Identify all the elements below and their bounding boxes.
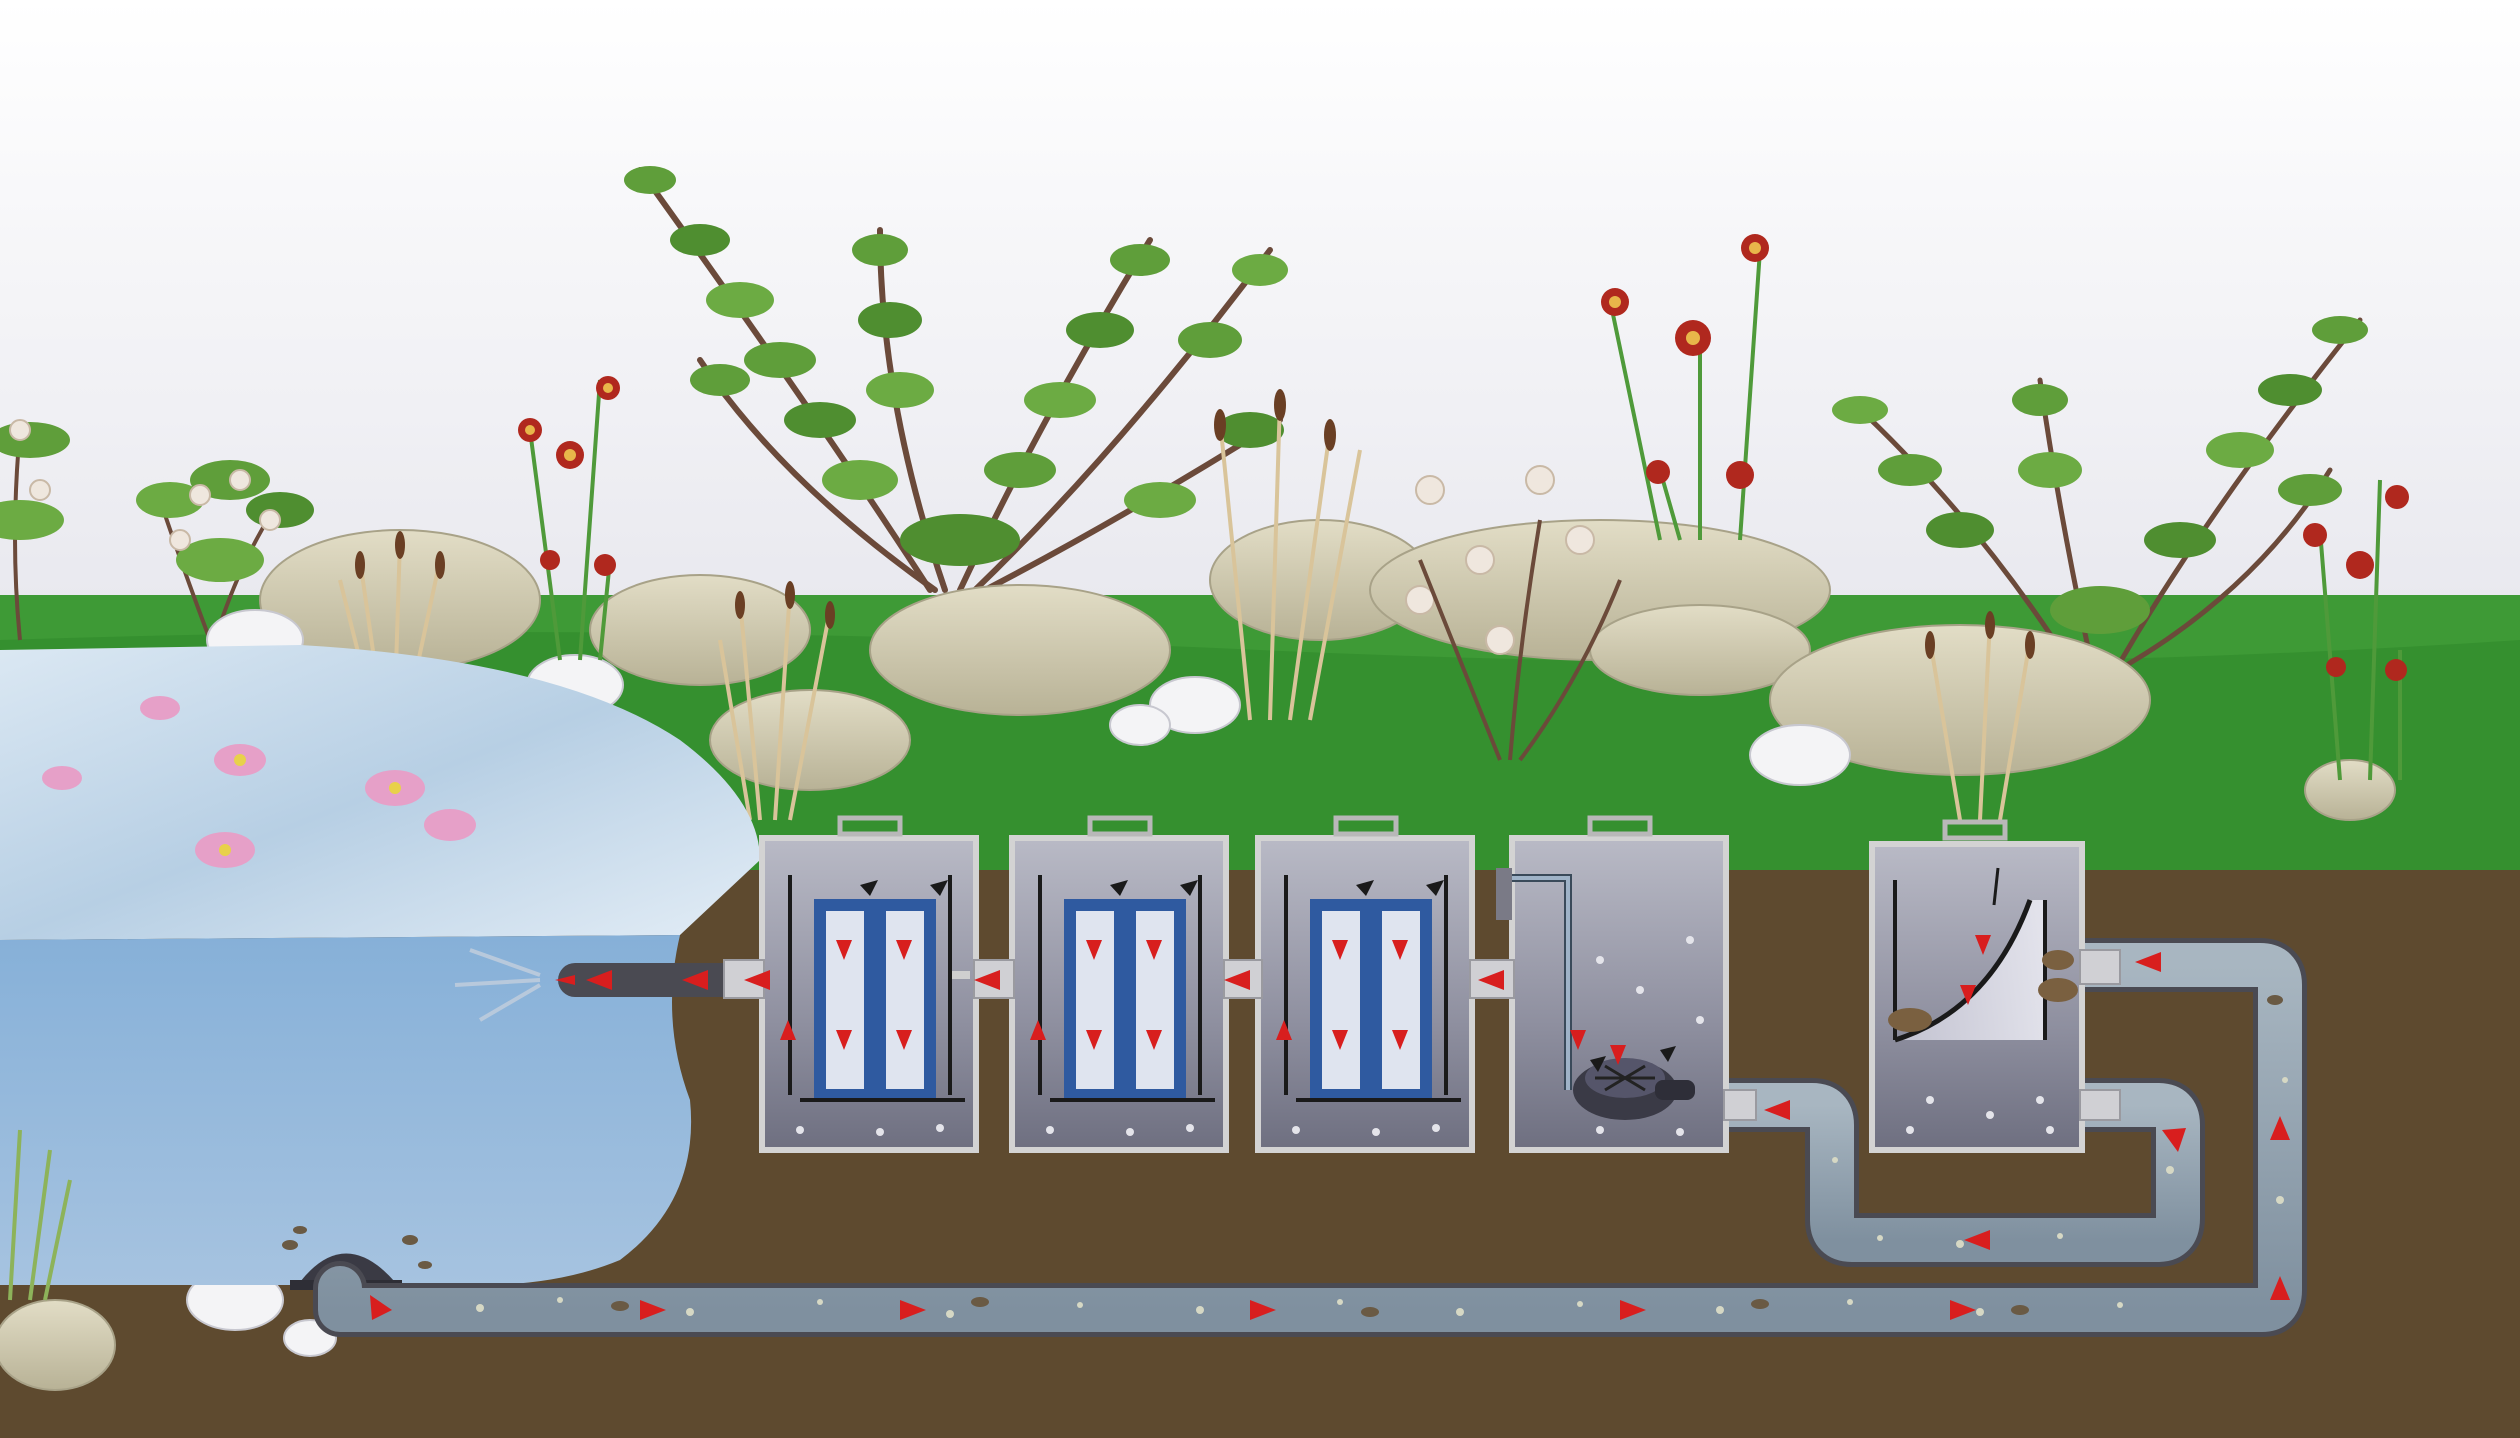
particles (796, 936, 2054, 1136)
flow-arrow (1960, 985, 1976, 1005)
flow-arrow (1392, 1030, 1408, 1050)
sieve-filter-icon (1888, 867, 2078, 1043)
pipe-debris-leaves (611, 995, 2283, 1317)
flow-arrows (370, 935, 2290, 1320)
flow-arrow (1570, 1030, 1586, 1050)
pond (0, 645, 760, 1301)
water-lilies (42, 696, 476, 868)
white-flowers (9, 419, 1595, 655)
rock (869, 584, 1171, 716)
flow-arrow (1224, 970, 1250, 990)
shrub-flowering (1418, 519, 1622, 762)
flow-arrow (586, 970, 612, 990)
brush-chamber-3 (1255, 815, 1475, 1153)
pump-loop-pipe (1678, 1083, 2200, 1262)
flow-arrow (1975, 935, 1991, 955)
flow-arrow (780, 1020, 796, 1040)
flow-arrow (2270, 1276, 2290, 1300)
flow-arrow (1950, 1300, 1976, 1320)
pump-chamber (1509, 815, 1729, 1153)
flow-arrow (974, 970, 1000, 990)
flow-arrow (2270, 1116, 2290, 1140)
brush-chamber-2 (1009, 815, 1229, 1153)
flow-arrow (682, 970, 708, 990)
pond-water (0, 935, 692, 1285)
flow-arrow (1146, 940, 1162, 960)
flow-arrow (2135, 952, 2161, 972)
drain-pipe (318, 943, 2302, 1332)
connector-valve (1496, 868, 1512, 920)
red-flowers (518, 234, 2409, 681)
reeds (338, 399, 2032, 821)
flow-arrow (1086, 940, 1102, 960)
flow-arrow (1086, 1030, 1102, 1050)
flow-arrow (896, 1030, 912, 1050)
flow-arrow (1030, 1020, 1046, 1040)
cattail-heads (355, 389, 2035, 659)
shrub-right-leaves (1832, 316, 2368, 634)
flow-arrow (1250, 1300, 1276, 1320)
flow-arrow (1146, 1030, 1162, 1050)
rock (2304, 759, 2396, 821)
shrubs (0, 166, 2368, 683)
sieve-chamber (1869, 819, 2085, 1153)
flow-arrow (1332, 940, 1348, 960)
return-pipe-icon (454, 948, 542, 1022)
sky (0, 0, 2520, 600)
flow-arrow (1764, 1100, 1790, 1120)
pump-icon (1573, 1058, 1695, 1120)
rock (0, 1299, 116, 1391)
flow-arrow (1620, 1300, 1646, 1320)
flow-arrow (900, 1300, 926, 1320)
flow-arrow (836, 940, 852, 960)
chambers (759, 815, 2085, 1153)
brush-chamber-1 (759, 815, 979, 1153)
shrub-center-leaves (624, 166, 1288, 566)
rock (1769, 624, 2151, 776)
flow-arrow (1964, 1230, 1990, 1250)
flow-arrow (1392, 940, 1408, 960)
flow-arrow (640, 1300, 666, 1320)
rock (589, 574, 811, 686)
flower-stems (528, 249, 2402, 781)
flow-arrow (1276, 1020, 1292, 1040)
pipes (313, 938, 2307, 1337)
pebbles (186, 609, 1851, 1357)
flow-arrow (836, 1030, 852, 1050)
flow-arrow (2162, 1128, 2186, 1152)
flow-arrow (1610, 1045, 1626, 1065)
swirl-arrows (860, 880, 1676, 1072)
rock (709, 689, 911, 791)
flow-arrow (1332, 1030, 1348, 1050)
flow-arrow (1478, 970, 1504, 990)
pipe-debris (476, 1077, 2288, 1318)
flow-arrow (744, 970, 770, 990)
flow-arrow (555, 975, 575, 985)
flow-arrow (896, 940, 912, 960)
pond-reeds (8, 1129, 72, 1301)
flow-arrow (370, 1295, 392, 1320)
